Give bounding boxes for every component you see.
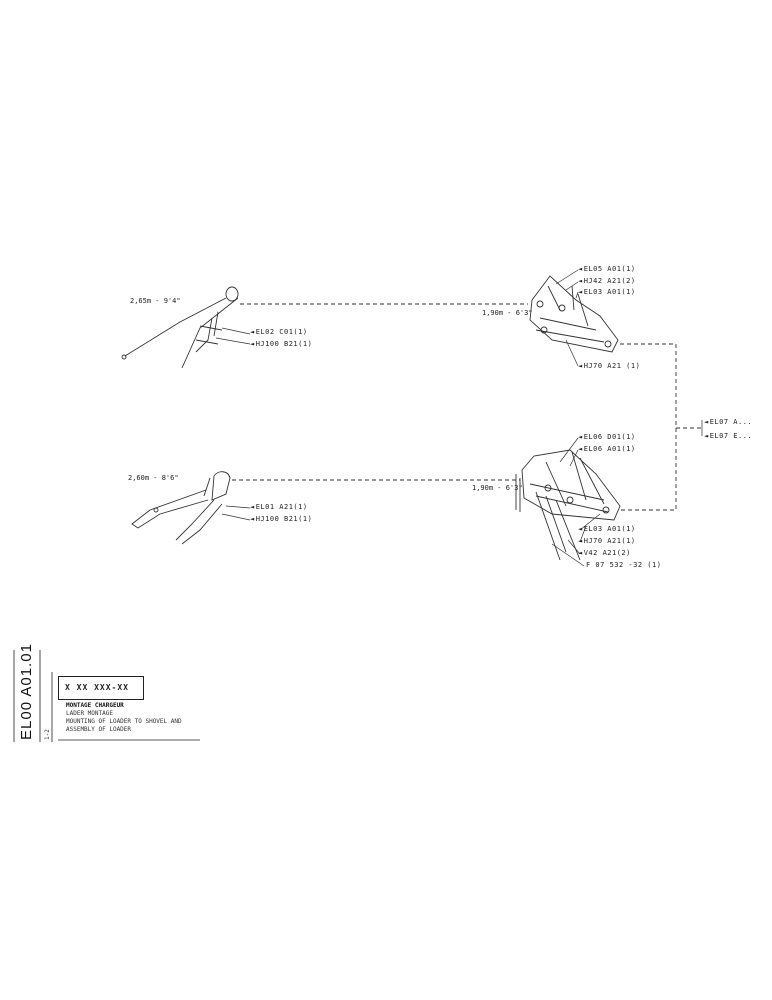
pointer-icon: ◄	[250, 328, 255, 336]
part-number-box: X XX XXX-XX	[58, 676, 144, 700]
part-label: ◄EL01 A21(1)	[250, 503, 308, 511]
part-label: ◄HJ100 B21(1)	[250, 515, 313, 523]
pointer-icon: ◄	[578, 537, 583, 545]
pointer-icon: ◄	[250, 340, 255, 348]
bottom-right-bracket-part	[515, 449, 621, 561]
title-block-lines	[13, 650, 200, 742]
part-label: ◄EL02 C01(1)	[250, 328, 308, 336]
dimension-top-left: 2,65m - 9'4"	[130, 297, 181, 305]
leader-lines	[215, 269, 703, 567]
part-label: ◄HJ42 A21(2)	[578, 277, 636, 285]
title-line: MONTAGE CHARGEUR	[66, 702, 124, 709]
dimension-top-right: 1,90m - 6'3"	[482, 309, 533, 317]
pointer-icon: ◄	[704, 432, 709, 440]
title-line: LADER MONTAGE	[66, 710, 113, 717]
drawing-code-vertical: EL00 A01.01	[18, 643, 35, 740]
part-label: ◄EL06 D01(1)	[578, 433, 636, 441]
pointer-icon: ◄	[578, 549, 583, 557]
top-left-arm-part	[121, 286, 239, 369]
pointer-icon: ◄	[704, 418, 709, 426]
title-line: ASSEMBLY OF LOADER	[66, 726, 132, 733]
connection-lines	[232, 303, 702, 511]
dimension-bottom-left: 2,60m - 8'6"	[128, 474, 179, 482]
part-label: ◄EL05 A01(1)	[578, 265, 636, 273]
reference-label: ◄EL07 A...	[704, 418, 753, 426]
top-right-bracket-part	[529, 275, 619, 353]
pointer-icon: ◄	[578, 362, 583, 370]
pointer-icon: ◄	[578, 277, 583, 285]
part-label: ◄HJ100 B21(1)	[250, 340, 313, 348]
pointer-icon: ◄	[578, 288, 583, 296]
pointer-icon: ◄	[578, 445, 583, 453]
title-line: MOUNTING OF LOADER TO SHOVEL AND	[66, 718, 182, 725]
pointer-icon: ◄	[578, 433, 583, 441]
pointer-icon: ◄	[250, 515, 255, 523]
part-label: ◄V42 A21(2)	[578, 549, 631, 557]
reference-label: ◄EL07 E...	[704, 432, 753, 440]
part-label: ◄EL06 A01(1)	[578, 445, 636, 453]
dimension-bottom-right: 1,90m - 6'3"	[472, 484, 523, 492]
sheet-code: 1-2	[44, 729, 51, 740]
part-label: ◄HJ70 A21(1)	[578, 537, 636, 545]
part-label: ◄EL03 A01(1)	[578, 525, 636, 533]
pointer-icon: ◄	[578, 525, 583, 533]
pointer-icon: ◄	[250, 503, 255, 511]
part-label: F 07 532 -32 (1)	[586, 561, 662, 569]
part-label: ◄HJ70 A21 (1)	[578, 362, 641, 370]
part-label: ◄EL03 A01(1)	[578, 288, 636, 296]
pointer-icon: ◄	[578, 265, 583, 273]
bottom-left-arm-part	[131, 471, 231, 545]
